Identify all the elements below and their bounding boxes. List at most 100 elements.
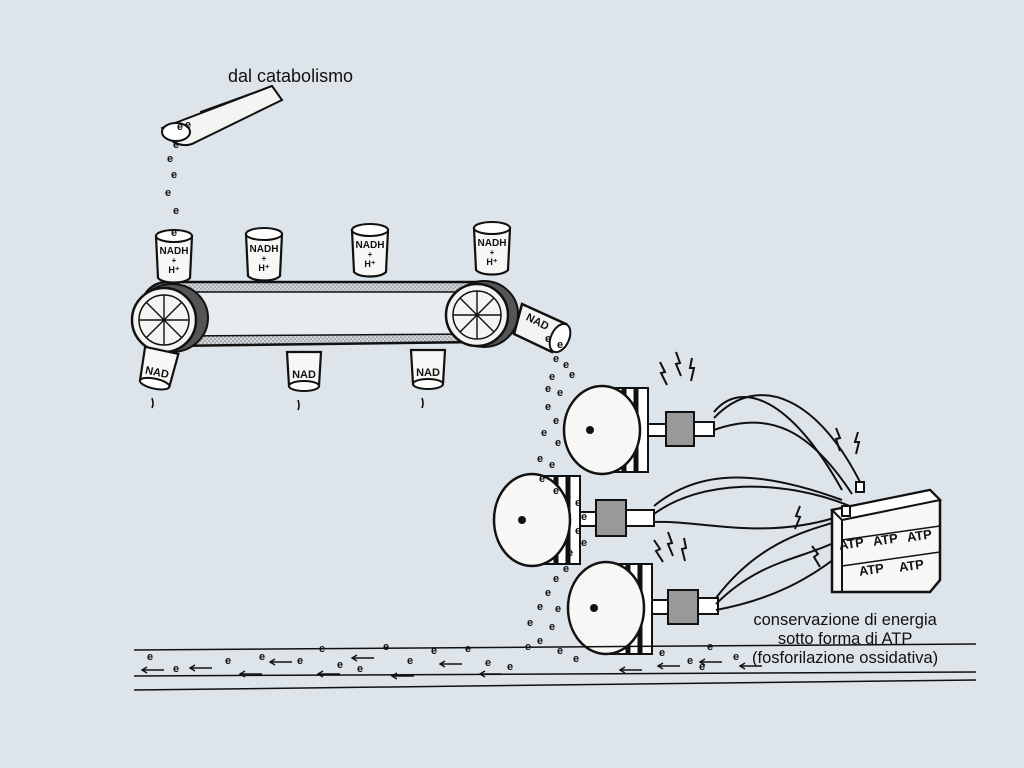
cup-nad: NAD [285,350,323,411]
flow-arrow [618,666,642,674]
electron: e [431,645,437,657]
electron: e [537,635,543,647]
flow-arrow [738,662,762,670]
electron: e [297,655,303,667]
electron: e [659,647,665,659]
electron: e [407,655,413,667]
electron: e [553,353,559,365]
flow-arrow [698,658,722,666]
electron: e [507,661,513,673]
output-chute: NAD [512,302,572,354]
electron: e [525,641,531,653]
electron: e [485,657,491,669]
electron: e [553,415,559,427]
label-conservation: conservazione di energia sotto forma di … [752,611,938,668]
cup-label: NADH [250,244,279,255]
battery-atp-label: ATP [898,556,925,574]
cup-plus: + [172,256,177,265]
cup-nadh: NADH+H⁺ [350,223,390,278]
electron: e [259,651,265,663]
electron: e [553,485,559,497]
electron: e [567,547,573,559]
electron: e [557,645,563,657]
flow-arrow [316,670,340,678]
label-conservation-line-2: sotto forma di ATP [777,630,913,648]
electron: e [557,339,563,351]
label-source: dal catabolismo [228,66,354,86]
electron: e [565,491,571,503]
flow-arrow [188,664,212,672]
cup-nadh: NADH+H⁺ [154,229,194,284]
conveyor-wheel-right [444,280,519,348]
ground-lines [133,643,977,691]
flow-arrow [238,670,262,678]
cup-nadh: NADH+H⁺ [244,227,284,282]
cup-ion: H⁺ [258,263,269,273]
electron: e [171,169,177,181]
flow-arrow [268,658,292,666]
electron: e [357,663,363,675]
electron: e [575,525,581,537]
electron: e [707,641,713,653]
spark-icons [653,351,861,568]
cup-label: NADH [478,238,507,249]
electron: e [177,121,183,133]
electron: e [171,227,177,239]
electron: e [555,437,561,449]
cup-plus: + [490,248,495,257]
flow-arrow [390,672,414,680]
electron: e [165,187,171,199]
electron: e [167,153,173,165]
flow-arrow [656,662,680,670]
electron: e [573,653,579,665]
electron: e [563,359,569,371]
electron: e [545,587,551,599]
electron: e [553,573,559,585]
cup-plus: + [262,254,267,263]
flow-arrow [478,670,502,678]
label-conservation-line-3: (fosforilazione ossidativa) [752,649,939,667]
cup-nad: NAD [138,345,180,409]
electron: e [549,459,555,471]
battery-atp-label: ATP [906,526,933,544]
cup-label: NADH [356,240,385,251]
electron: e [539,473,545,485]
cup-ion: H⁺ [364,259,375,269]
turbine-2 [492,472,655,568]
turbine-3 [566,560,719,656]
cup-plus: + [368,250,373,259]
electron: e [173,205,179,217]
cup-nadh: NADH+H⁺ [472,221,512,276]
nadh-cups: NADH+H⁺NADH+H⁺NADH+H⁺NADH+H⁺ [154,221,512,284]
electron: e [527,617,533,629]
electron: e [319,643,325,655]
electron: e [555,603,561,615]
electron: e [545,333,551,345]
electron: e [699,661,705,673]
cup-label: NAD [416,367,440,379]
electron: e [337,659,343,671]
electron: e [569,369,575,381]
electron: e [537,601,543,613]
electron: e [185,119,191,131]
input-chute [160,84,284,146]
electron: e [545,401,551,413]
conveyor-wheel-left [130,283,209,354]
electron: e [563,563,569,575]
electron: e [147,651,153,663]
electron: e [549,371,555,383]
electron: e [465,643,471,655]
cup-label: NADH [160,246,189,257]
electron: e [549,621,555,633]
electron: e [225,655,231,667]
cup-label: NAD [292,369,316,381]
nad-cups: NAD NAD NAD [138,345,447,411]
cup-label: NAD [144,365,170,382]
flow-arrows [140,654,762,680]
flow-arrow [350,654,374,662]
